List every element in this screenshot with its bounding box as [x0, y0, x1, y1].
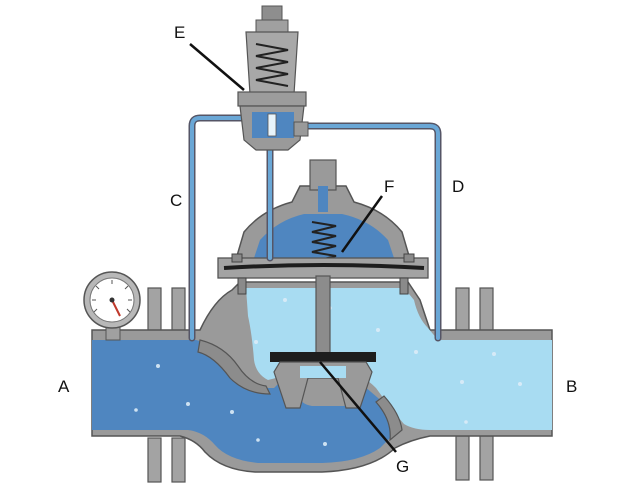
water-bubbles	[134, 298, 522, 446]
leader-G	[319, 361, 397, 453]
pilot-valve	[237, 5, 309, 151]
flange-inlet-bottom-1	[147, 437, 162, 483]
pilot-spring	[255, 43, 289, 87]
pilot-locknut	[255, 19, 289, 33]
pilot-adjust-screw	[261, 5, 283, 21]
flange-inlet-bottom-2	[171, 437, 186, 483]
pressure-gauge	[83, 271, 141, 341]
label-D: D	[452, 177, 464, 196]
label-G: G	[396, 457, 409, 476]
leader-lines	[189, 43, 397, 453]
leader-F	[340, 195, 384, 253]
seat-partition	[197, 339, 271, 395]
inlet-water	[92, 340, 399, 463]
gauge-needle	[111, 299, 121, 317]
flange-outlet-bottom-1	[455, 435, 470, 481]
flange-outlet-bottom-2	[479, 435, 494, 481]
seat-partition-right	[375, 395, 403, 442]
bonnet-port	[318, 186, 328, 212]
label-B: B	[566, 377, 577, 396]
diaphragm	[223, 263, 425, 270]
pilot-bonnet	[245, 31, 299, 95]
label-C: C	[170, 191, 182, 210]
gauge-hub	[109, 297, 115, 303]
main-spring	[311, 221, 337, 263]
label-F: F	[384, 177, 394, 196]
label-E: E	[174, 23, 185, 42]
pilot-plunger	[267, 113, 277, 137]
cover-bolts	[231, 253, 415, 295]
control-tubes	[188, 114, 442, 342]
bonnet-cap	[309, 159, 337, 191]
disc-gasket	[270, 352, 376, 362]
disc-guide-gap	[300, 366, 346, 378]
flanges	[147, 287, 494, 483]
gauge-ticks	[92, 280, 132, 313]
leader-E	[189, 43, 245, 91]
label-A: A	[58, 377, 70, 396]
pilot-flange	[237, 91, 307, 107]
pilot-outlet-port	[293, 121, 309, 137]
